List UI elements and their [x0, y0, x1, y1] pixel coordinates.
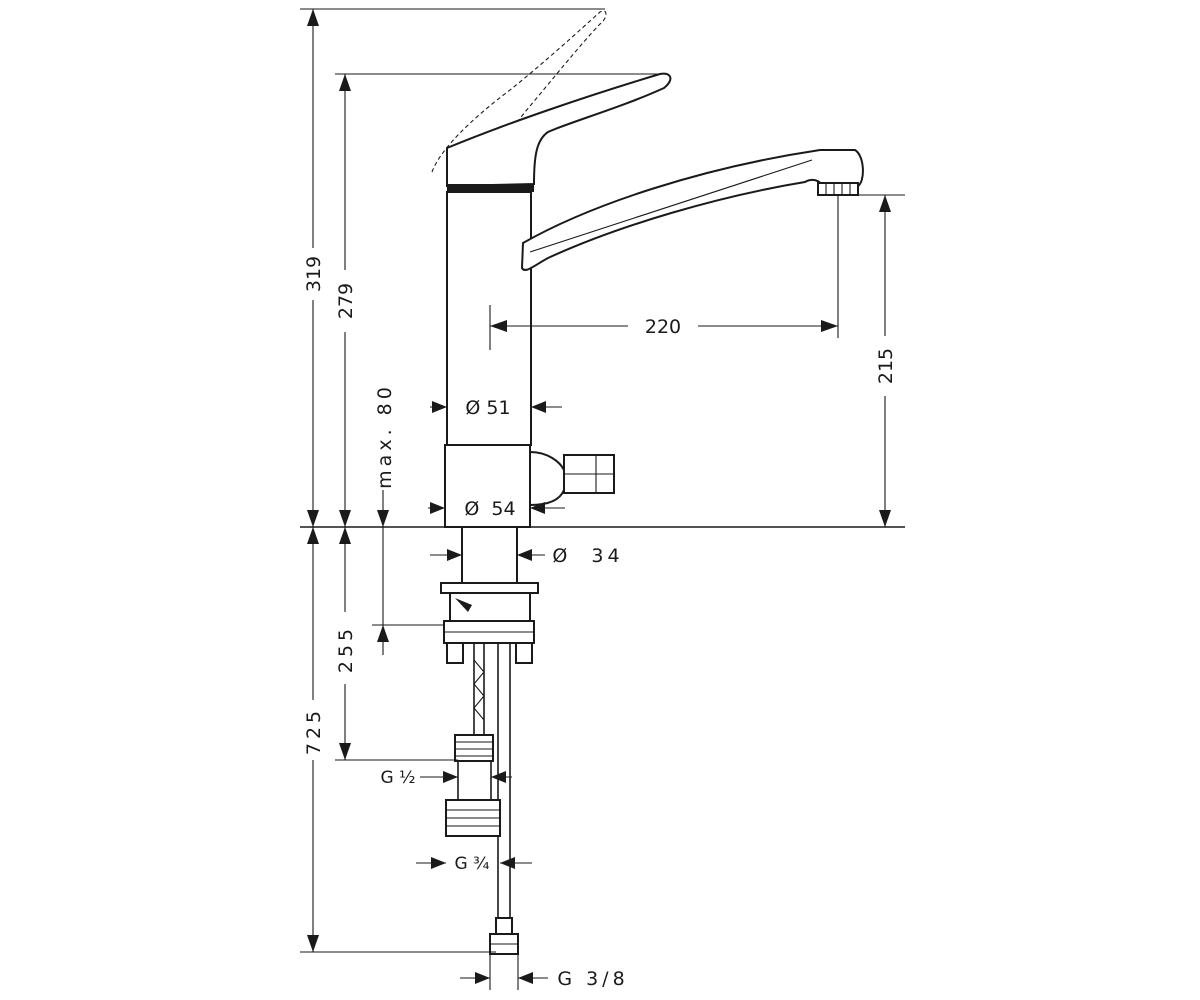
arrow-g38-left	[475, 972, 490, 984]
arrow-279-top	[339, 74, 351, 91]
nut-bolt-left	[446, 642, 464, 664]
arrow-215-top	[879, 195, 891, 212]
arrow-d51-left	[432, 401, 447, 413]
mounting-plate	[440, 582, 539, 594]
label-diameter-54: Ø 54	[464, 498, 515, 520]
arrow-319-top	[307, 9, 319, 26]
arrow-220-left	[490, 320, 507, 332]
arrow-255-top	[339, 527, 351, 544]
arrow-d34-right	[517, 549, 532, 561]
faucet-column	[446, 191, 532, 446]
arrow-319-bottom	[307, 510, 319, 527]
arrow-d54-right	[530, 502, 545, 514]
arrow-725-top	[307, 527, 319, 544]
arrow-g-three-quarter-left	[431, 857, 446, 869]
spout	[520, 149, 864, 271]
label-215: 215	[875, 348, 897, 384]
fitting-g-three-eighth-neck	[495, 917, 513, 935]
label-725: 725	[303, 707, 325, 755]
arrow-220-right	[821, 320, 838, 332]
label-diameter-34: Ø 34	[552, 545, 623, 567]
aerator	[817, 182, 859, 196]
arrow-g-three-quarter-right	[500, 857, 515, 869]
arrow-279-bottom	[339, 510, 351, 527]
arrow-max80-bottom	[377, 625, 389, 642]
label-220: 220	[645, 316, 681, 338]
arrow-215-bottom	[879, 510, 891, 527]
label-g-three-quarter: G ¾	[454, 854, 489, 874]
spout-highlight	[529, 159, 813, 253]
side-valve-body	[529, 450, 565, 507]
lever-handle-raised-dashed	[431, 10, 607, 173]
fitting-g-half	[454, 734, 494, 762]
arrow-g-half-left	[443, 771, 458, 783]
label-279: 279	[335, 283, 357, 319]
dimension-labels: 319 279 220 215 Ø 51 Ø 54 max. 80 Ø 34 2…	[300, 248, 898, 990]
label-255: 255	[335, 625, 357, 673]
nut-bolt-right	[515, 642, 533, 664]
mounting-bracket	[449, 592, 531, 622]
label-g-half: G ½	[380, 768, 415, 788]
shank	[461, 526, 518, 584]
lever-handle	[446, 72, 672, 188]
label-max-80: max. 80	[374, 383, 396, 489]
label-g-three-eighth: G 3/8	[557, 968, 628, 990]
arrow-d34-left	[447, 549, 462, 561]
label-319: 319	[303, 256, 325, 292]
cartridge-cap	[447, 184, 534, 192]
label-diameter-51: Ø 51	[465, 397, 510, 419]
arrow-g38-right	[518, 972, 533, 984]
arrow-255-bottom	[339, 743, 351, 760]
arrow-d54-left	[430, 502, 445, 514]
arrow-d51-right	[531, 401, 546, 413]
faucet-outline	[431, 10, 864, 955]
arrow-725-bottom	[307, 935, 319, 952]
hose-left-twist	[473, 659, 485, 721]
arrow-g-half-right	[491, 771, 506, 783]
arrow-max80-top	[377, 510, 389, 527]
bracket-detail	[455, 598, 472, 612]
